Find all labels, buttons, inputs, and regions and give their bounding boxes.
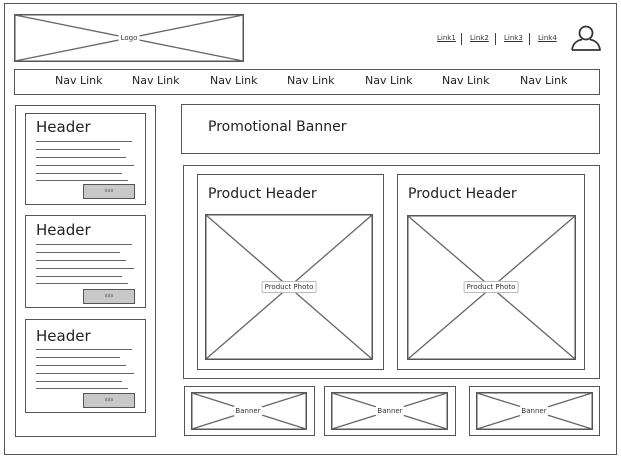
promo-banner-label: Promotional Banner xyxy=(208,119,347,135)
text-line xyxy=(36,141,132,143)
text-line xyxy=(36,283,128,285)
text-line xyxy=(36,381,122,383)
card-button[interactable]: xxx xyxy=(83,393,135,408)
top-link-2[interactable]: Link2 xyxy=(470,34,489,42)
text-line xyxy=(36,252,120,254)
product-photo-label: Product Photo xyxy=(463,281,519,293)
text-line xyxy=(36,349,132,351)
text-line xyxy=(36,173,122,175)
nav-link[interactable]: Nav Link xyxy=(365,74,413,87)
nav-bar xyxy=(14,69,600,95)
text-line xyxy=(36,165,134,167)
text-line xyxy=(36,365,126,367)
card-header: Header xyxy=(36,221,91,239)
text-line xyxy=(36,149,120,151)
top-link-1[interactable]: Link1 xyxy=(437,34,456,42)
text-line xyxy=(36,157,126,159)
product-card[interactable] xyxy=(197,174,384,370)
product-photo-label: Product Photo xyxy=(261,281,317,293)
banner-frame xyxy=(324,386,456,436)
nav-link[interactable]: Nav Link xyxy=(210,74,258,87)
nav-link[interactable]: Nav Link xyxy=(55,74,103,87)
logo-label: Logo xyxy=(118,33,140,43)
card-button[interactable]: xxx xyxy=(83,184,135,199)
card-header: Header xyxy=(36,327,91,345)
nav-link[interactable]: Nav Link xyxy=(132,74,180,87)
text-line xyxy=(36,244,132,246)
product-header: Product Header xyxy=(408,186,517,202)
product-header: Product Header xyxy=(208,186,317,202)
top-link-4[interactable]: Link4 xyxy=(538,34,557,42)
nav-link[interactable]: Nav Link xyxy=(520,74,568,87)
text-line xyxy=(36,260,126,262)
link-separator xyxy=(495,33,496,45)
banner-label: Banner xyxy=(519,406,549,416)
card-header: Header xyxy=(36,118,91,136)
product-card[interactable] xyxy=(397,174,585,370)
link-separator xyxy=(529,33,530,45)
nav-link[interactable]: Nav Link xyxy=(442,74,490,87)
promo-banner[interactable] xyxy=(181,104,600,154)
text-line xyxy=(36,268,134,270)
text-line xyxy=(36,180,128,182)
top-link-3[interactable]: Link3 xyxy=(504,34,523,42)
text-line xyxy=(36,276,122,278)
nav-link[interactable]: Nav Link xyxy=(287,74,335,87)
banner-label: Banner xyxy=(375,406,405,416)
link-separator xyxy=(461,33,462,45)
text-line xyxy=(36,357,120,359)
banner-label: Banner xyxy=(233,406,263,416)
text-line xyxy=(36,373,134,375)
text-line xyxy=(36,388,128,390)
card-button[interactable]: xxx xyxy=(83,289,135,304)
user-icon[interactable] xyxy=(569,24,603,52)
